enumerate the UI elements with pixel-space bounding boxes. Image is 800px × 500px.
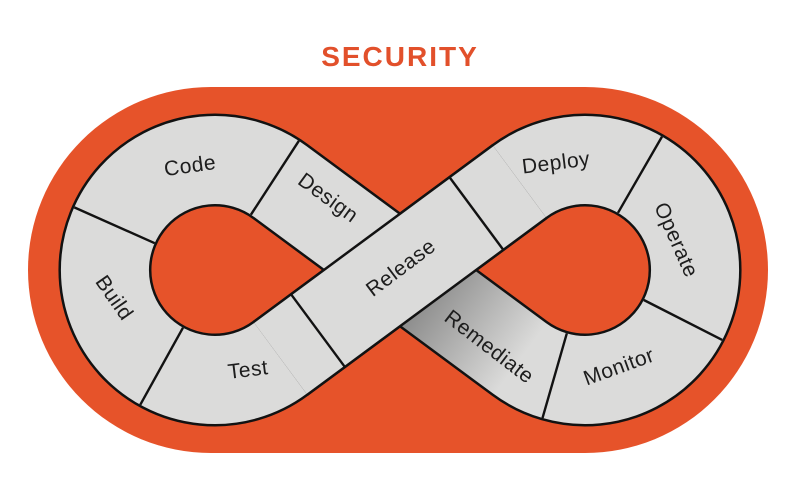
divider-test-release (289, 292, 347, 369)
release-band-fill (254, 146, 546, 394)
divider-build-test (139, 327, 185, 406)
divider-deploy-operate (616, 135, 664, 214)
segment-label-test: Test (226, 356, 269, 384)
divider-release-deploy (448, 175, 505, 252)
divider-remediate-monitor (541, 333, 568, 419)
page-title: SECURITY (321, 41, 479, 72)
divider-build-code (73, 206, 156, 245)
divider-code-design (249, 140, 300, 216)
divider-operate-monitor (643, 298, 723, 341)
